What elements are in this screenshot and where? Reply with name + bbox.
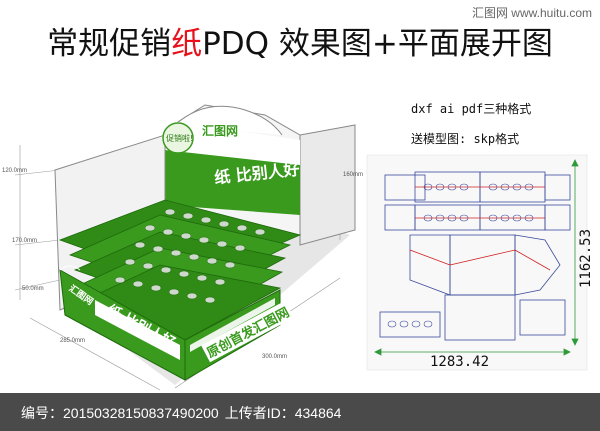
- uploader-label: 上传者ID：: [224, 405, 295, 421]
- dim-right-height: 160mm: [343, 172, 364, 178]
- dim-low-height: 50.0mm: [22, 286, 44, 292]
- dim-depth: 285.0mm: [60, 338, 86, 344]
- title-text-2: PDQ 效果图+平面展开图: [202, 26, 553, 62]
- model-info: 送模型图: skp格式: [411, 132, 520, 146]
- badge-text: 促销啦!: [166, 134, 194, 143]
- dim-mid-height: 170.0mm: [12, 238, 38, 244]
- title-highlight: 纸: [171, 26, 203, 62]
- flat-height-label: 1162.53: [578, 228, 594, 288]
- brand-text-back: 汇图网: [202, 124, 239, 138]
- page-title: 常规促销纸PDQ 效果图+平面展开图: [0, 18, 600, 63]
- dim-top-height: 120.0mm: [2, 168, 28, 174]
- format-info: dxf ai pdf三种格式: [411, 102, 532, 116]
- flat-dieline-diagram: [366, 154, 588, 371]
- id-value: 20150328150837490200: [63, 405, 219, 421]
- dim-width: 300.0mm: [262, 354, 288, 360]
- id-label: 编号：: [21, 405, 63, 421]
- footer-bar: 编号：20150328150837490200 上传者ID：434864: [0, 393, 600, 431]
- flat-width-label: 1283.42: [430, 354, 490, 370]
- footer-info: 编号：20150328150837490200 上传者ID：434864: [21, 403, 341, 423]
- title-text-1: 常规促销: [47, 26, 172, 62]
- watermark-logo: 汇图网 www.huitu.com: [471, 6, 592, 20]
- uploader-value: 434864: [294, 405, 342, 421]
